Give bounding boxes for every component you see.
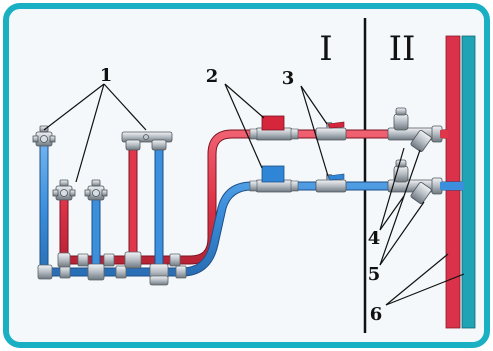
- outlet-mount-plate: [121, 131, 173, 151]
- zone-label-ii: II: [389, 29, 416, 69]
- label-3: 3: [282, 68, 295, 89]
- hot-regulator-assembly: [387, 107, 443, 153]
- leader-lines: [43, 83, 465, 306]
- cold-water-meter: [249, 165, 299, 193]
- cold-fittings: [37, 263, 187, 286]
- label-2: 2: [206, 66, 219, 87]
- label-4: 4: [368, 228, 381, 249]
- outlet-pair-cold: [84, 179, 108, 201]
- label-5: 5: [368, 264, 381, 285]
- outlet-fittings: [32, 125, 173, 201]
- hot-ball-valve: [315, 121, 347, 141]
- cold-water-line: [39, 146, 462, 277]
- outlet-single: [32, 125, 56, 147]
- cold-riser-tap: [440, 182, 464, 190]
- hot-fittings: [57, 251, 181, 269]
- label-1: 1: [100, 65, 113, 86]
- hot-riser-tap: [440, 130, 448, 138]
- outlet-pair-hot: [52, 179, 76, 201]
- zone-label-i: I: [319, 29, 332, 69]
- cold-ball-valve: [315, 173, 347, 193]
- label-6: 6: [370, 304, 383, 325]
- hot-water-meter: [249, 115, 299, 141]
- cold-regulator-assembly: [387, 159, 443, 205]
